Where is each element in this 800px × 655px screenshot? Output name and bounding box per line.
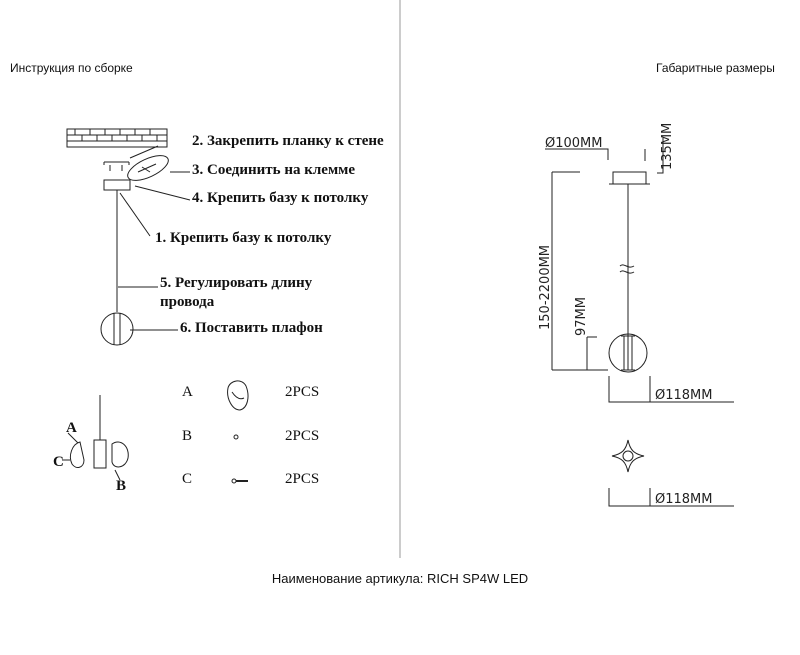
step-2: 2. Закрепить планку к стене <box>192 133 384 149</box>
shade-clip-icon <box>227 380 249 411</box>
step-4: 4. Крепить базу к потолку <box>192 190 369 206</box>
step-5-cont: провода <box>160 294 215 310</box>
part-a-label: A <box>182 384 193 400</box>
screw-dot-icon <box>233 434 239 440</box>
part-a-qty: 2PCS <box>285 384 320 400</box>
assembly-diagram <box>62 128 249 484</box>
step-3: 3. Соединить на клемме <box>192 162 356 178</box>
top-view-diameter-label: Ø118MM <box>655 492 712 507</box>
step-1: 1. Крепить базу к потолку <box>155 230 332 246</box>
assembly-label-a: A <box>66 420 77 436</box>
part-b-qty: 2PCS <box>285 428 320 444</box>
cable-length-label: 150-2200MM <box>538 245 553 330</box>
step-5: 5. Регулировать длину <box>160 275 313 291</box>
assembly-label-b: B <box>116 478 127 494</box>
shade-height-label: 97MM <box>574 297 589 336</box>
shade-diameter-label: Ø118MM <box>655 388 712 403</box>
part-c-qty: 2PCS <box>285 471 320 487</box>
canopy-diameter-label: Ø100MM <box>545 136 602 151</box>
dimension-diagram <box>545 138 734 507</box>
part-c-label: C <box>182 471 193 487</box>
part-b-label: B <box>182 428 193 444</box>
ceiling-icon <box>66 128 168 148</box>
step-6: 6. Поставить плафон <box>180 320 323 336</box>
right-section-title: Габаритные размеры <box>656 61 775 75</box>
top-view-shade-icon <box>611 439 645 473</box>
pin-icon <box>231 478 237 484</box>
assembly-label-c: C <box>53 454 64 470</box>
left-section-title: Инструкция по сборке <box>10 61 133 75</box>
article-name: Наименование артикула: RICH SP4W LED <box>271 571 529 586</box>
canopy-height-label: 135MM <box>660 123 675 170</box>
